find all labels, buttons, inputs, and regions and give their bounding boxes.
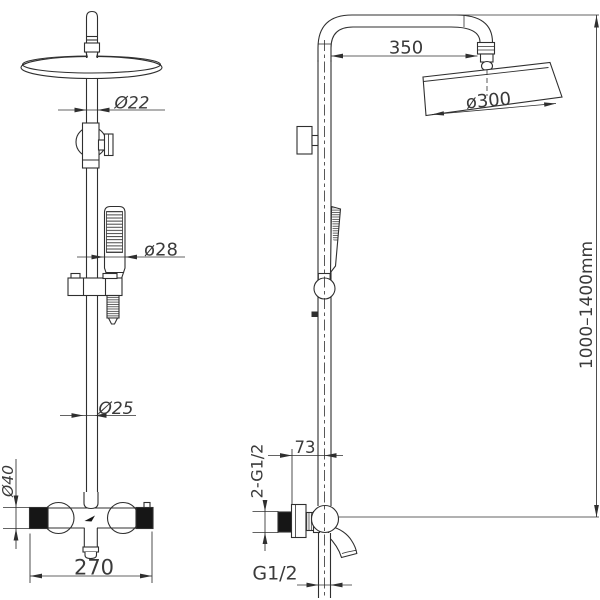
dim-wall-offset: 73 bbox=[268, 438, 343, 504]
mixer-handle-right bbox=[135, 506, 154, 530]
dim-label-lower-pipe-diameter: Ø25 bbox=[97, 399, 133, 419]
hand-shower-front bbox=[103, 205, 126, 284]
overhead-shower-side bbox=[422, 41, 563, 117]
arm-nut bbox=[476, 41, 496, 55]
mixer-handle-left bbox=[28, 506, 49, 530]
mixer-collar-right bbox=[106, 501, 140, 535]
hand-shower-side bbox=[311, 205, 342, 317]
wall-connection bbox=[277, 511, 293, 533]
wall-bracket-side bbox=[296, 125, 319, 155]
dim-mixer-body-diameter: Ø40 bbox=[0, 459, 29, 549]
dim-label-mixer-body-diameter: Ø40 bbox=[0, 465, 17, 498]
hose-clip-mark bbox=[311, 311, 318, 317]
dim-label-top-pipe-diameter: Ø22 bbox=[113, 94, 149, 114]
valve-body-side bbox=[310, 504, 340, 534]
temperature-mark bbox=[84, 515, 95, 522]
dim-hand-shower-diameter: ø28 bbox=[77, 240, 185, 261]
dim-head-diameter: ø300 bbox=[431, 89, 557, 116]
wall-bracket-front bbox=[75, 122, 114, 169]
dim-label-mixer-width: 270 bbox=[74, 556, 114, 580]
overhead-shower-front bbox=[20, 10, 163, 80]
slide-bracket-front bbox=[67, 272, 123, 297]
side-view bbox=[277, 14, 563, 598]
dim-label-hand-shower-diameter: ø28 bbox=[144, 240, 178, 261]
spout-side bbox=[326, 525, 358, 559]
outlet-collar bbox=[82, 546, 100, 553]
hand-shower-spray-face bbox=[106, 211, 123, 253]
dimensions: Ø22 ø28 Ø25 Ø40 bbox=[0, 14, 599, 588]
dim-label-inlet-threads: 2-G1/2 bbox=[248, 444, 267, 499]
dim-top-pipe-diameter: Ø22 bbox=[58, 94, 165, 114]
dim-label-head-diameter: ø300 bbox=[465, 89, 512, 114]
mixer-valve-front bbox=[28, 492, 154, 560]
dim-outlet-thread: G1/2 bbox=[252, 563, 352, 588]
dim-lower-pipe-diameter: Ø25 bbox=[60, 399, 136, 419]
dim-label-wall-offset: 73 bbox=[295, 438, 316, 457]
dim-label-outlet-thread: G1/2 bbox=[252, 563, 297, 585]
dim-arm-reach: 350 bbox=[331, 38, 478, 59]
dim-column-height: 1000–1400mm bbox=[339, 14, 599, 518]
wall-flange bbox=[290, 503, 307, 539]
front-view bbox=[20, 10, 163, 560]
dim-mixer-width: 270 bbox=[29, 531, 153, 583]
dim-inlet-threads: 2-G1/2 bbox=[248, 444, 279, 551]
shower-hose-front bbox=[106, 294, 120, 325]
dim-label-column-height: 1000–1400mm bbox=[577, 241, 597, 369]
dim-label-arm-reach: 350 bbox=[389, 38, 423, 59]
outlet-cap bbox=[84, 552, 98, 560]
